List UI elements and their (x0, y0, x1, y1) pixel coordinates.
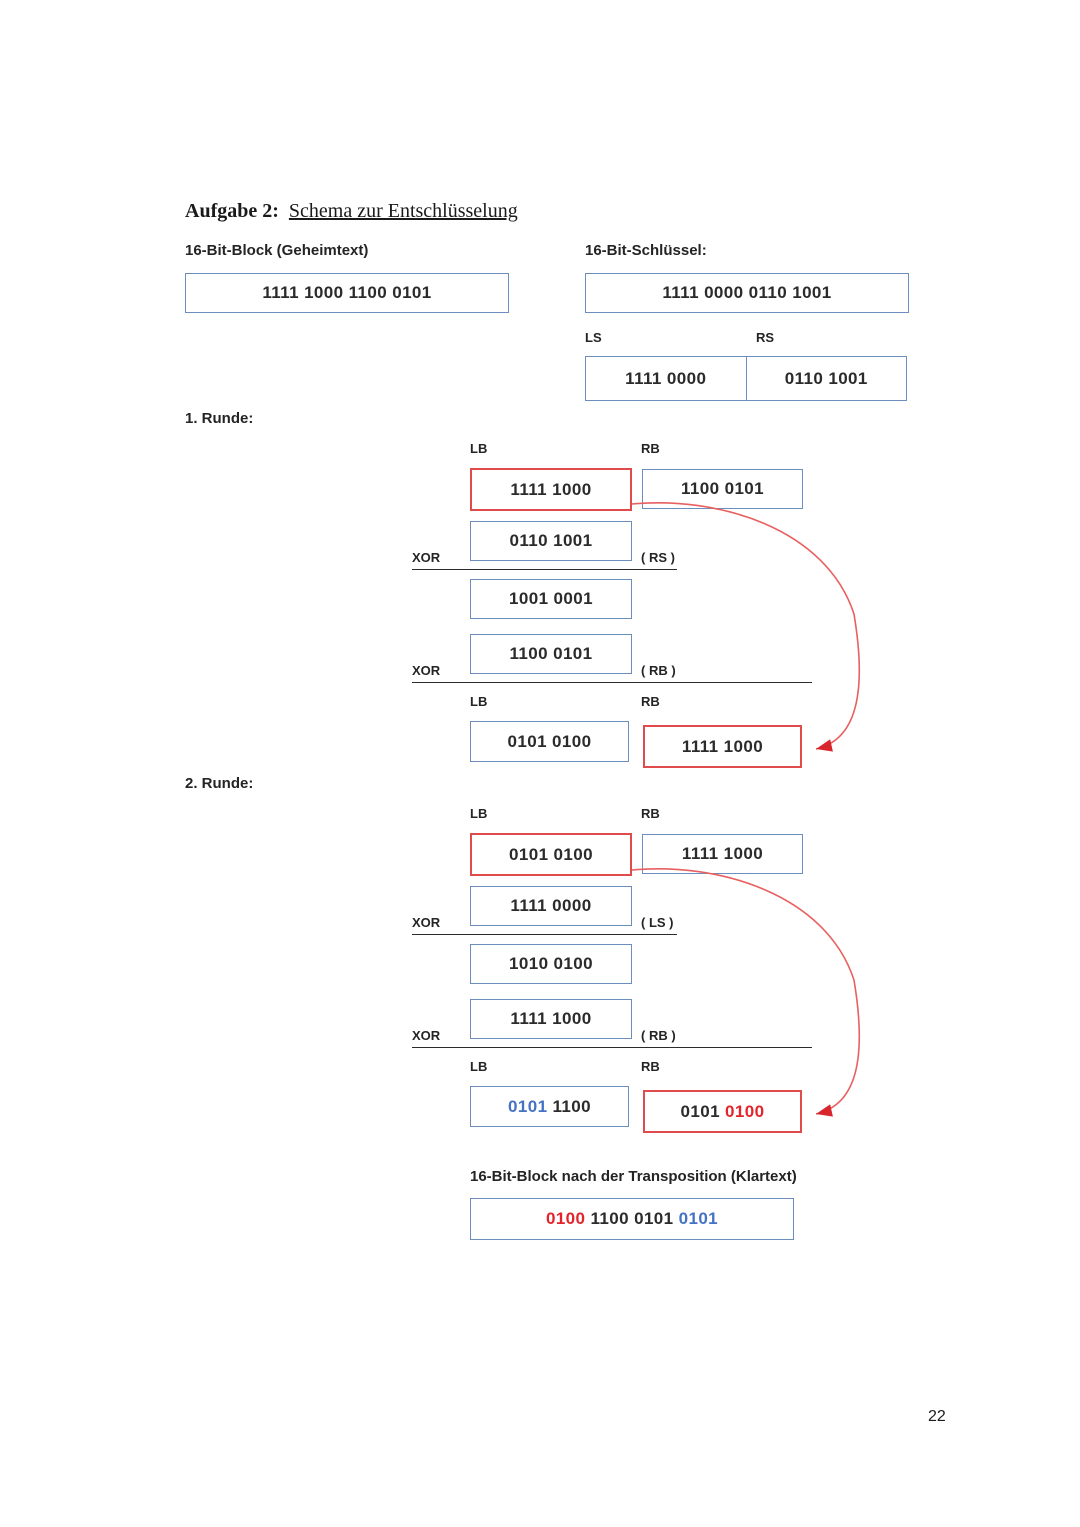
round1-rb-bottom-value: 1111 1000 (681, 736, 764, 756)
round1-rb-top-value: 1100 0101 (680, 479, 765, 498)
round2-heading: 2. Runde: (185, 775, 254, 792)
round2-xor1-line (412, 934, 677, 935)
round1-xor2-line (412, 682, 812, 683)
round2-rb-bottom-label: RB (641, 1059, 660, 1074)
round2-rb-top-value: 1111 1000 (681, 844, 764, 863)
round1-xor1-operand: ( RS ) (641, 550, 675, 565)
round1-lb-top-box: 1111 1000 (470, 468, 632, 511)
page-number: 22 (928, 1408, 946, 1425)
round2-lb-top-label: LB (470, 806, 488, 821)
result-part-blue: 0101 (678, 1209, 719, 1228)
round1-intermediate-box: 1001 0001 (470, 579, 632, 619)
page-title: Aufgabe 2: Schema zur Entschlüsselung (185, 200, 518, 223)
round2-xor2-line (412, 1047, 812, 1048)
round2-xor2-value: 1111 1000 (510, 1009, 592, 1028)
round2-swap-arrow (631, 868, 861, 1117)
rs-value: 0110 1001 (784, 368, 868, 388)
round2-xor2-label: XOR (412, 1028, 441, 1043)
round2-xor1-operand: ( LS ) (641, 915, 674, 930)
round2-rb-bottom-right-nibble: 0100 (725, 1101, 765, 1121)
round1-rb-top-box: 1100 0101 (642, 469, 803, 509)
result-part-red: 0100 (545, 1209, 586, 1228)
round2-xor1-box: 1111 0000 (470, 886, 632, 926)
round2-lb-top-box: 0101 0100 (470, 833, 632, 876)
round1-xor2-box: 1100 0101 (470, 634, 632, 674)
round2-lb-bottom-box: 0101 1100 (470, 1086, 629, 1127)
result-label: 16-Bit-Block nach der Transposition (Kla… (470, 1168, 797, 1185)
round2-xor1-label: XOR (412, 915, 441, 930)
round1-rb-bottom-box: 1111 1000 (643, 725, 802, 768)
round1-lb-bottom-value: 0101 0100 (507, 731, 592, 751)
round1-xor2-label: XOR (412, 663, 441, 678)
title-prefix: Aufgabe 2: (185, 200, 279, 222)
round1-lb-top-value: 1111 1000 (510, 479, 592, 499)
round1-swap-arrow (631, 502, 861, 752)
round2-intermediate-box: 1010 0100 (470, 944, 632, 984)
round1-xor1-label: XOR (412, 550, 441, 565)
ls-label: LS (585, 330, 602, 345)
round2-xor2-operand: ( RB ) (641, 1028, 676, 1043)
ls-value: 1111 0000 (586, 357, 747, 400)
round1-rb-top-label: RB (641, 441, 660, 456)
round2-rb-bottom-left-nibble: 0101 (680, 1101, 720, 1121)
round1-lb-top-label: LB (470, 441, 488, 456)
rs-label: RS (756, 330, 775, 345)
round2-lb-bottom-label: LB (470, 1059, 488, 1074)
round2-xor1-value: 1111 0000 (510, 896, 592, 915)
round1-lb-bottom-label: LB (470, 694, 488, 709)
ciphertext-label: 16-Bit-Block (Geheimtext) (185, 242, 369, 259)
round1-xor2-operand: ( RB ) (641, 663, 676, 678)
round1-heading: 1. Runde: (185, 410, 254, 427)
round1-xor2-value: 1100 0101 (509, 644, 593, 663)
key-split-box: 1111 0000 0110 1001 (585, 356, 907, 401)
key-label: 16-Bit-Schlüssel: (585, 242, 707, 259)
round1-xor1-value: 0110 1001 (509, 531, 593, 550)
ciphertext-box: 1111 1000 1100 0101 (185, 273, 509, 313)
round2-rb-top-box: 1111 1000 (642, 834, 803, 874)
round2-lb-top-value: 0101 0100 (509, 844, 593, 864)
round2-xor2-box: 1111 1000 (470, 999, 632, 1039)
round1-intermediate-value: 1001 0001 (509, 589, 593, 608)
round1-lb-bottom-box: 0101 0100 (470, 721, 629, 762)
key-value: 1111 0000 0110 1001 (662, 283, 832, 302)
round1-xor1-box: 0110 1001 (470, 521, 632, 561)
title-heading: Schema zur Entschlüsselung (288, 200, 518, 222)
key-box: 1111 0000 0110 1001 (585, 273, 909, 313)
round1-xor1-line (412, 569, 677, 570)
ciphertext-value: 1111 1000 1100 0101 (262, 283, 432, 302)
round2-rb-bottom-box: 0101 0100 (643, 1090, 802, 1133)
round2-intermediate-value: 1010 0100 (509, 954, 593, 973)
round2-lb-bottom-left-nibble: 0101 (508, 1096, 548, 1116)
result-box: 0100 1100 0101 0101 (470, 1198, 794, 1240)
result-part-black: 1100 0101 (590, 1209, 674, 1228)
round2-lb-bottom-right-nibble: 1100 (552, 1096, 591, 1116)
round1-rb-bottom-label: RB (641, 694, 660, 709)
round2-rb-top-label: RB (641, 806, 660, 821)
